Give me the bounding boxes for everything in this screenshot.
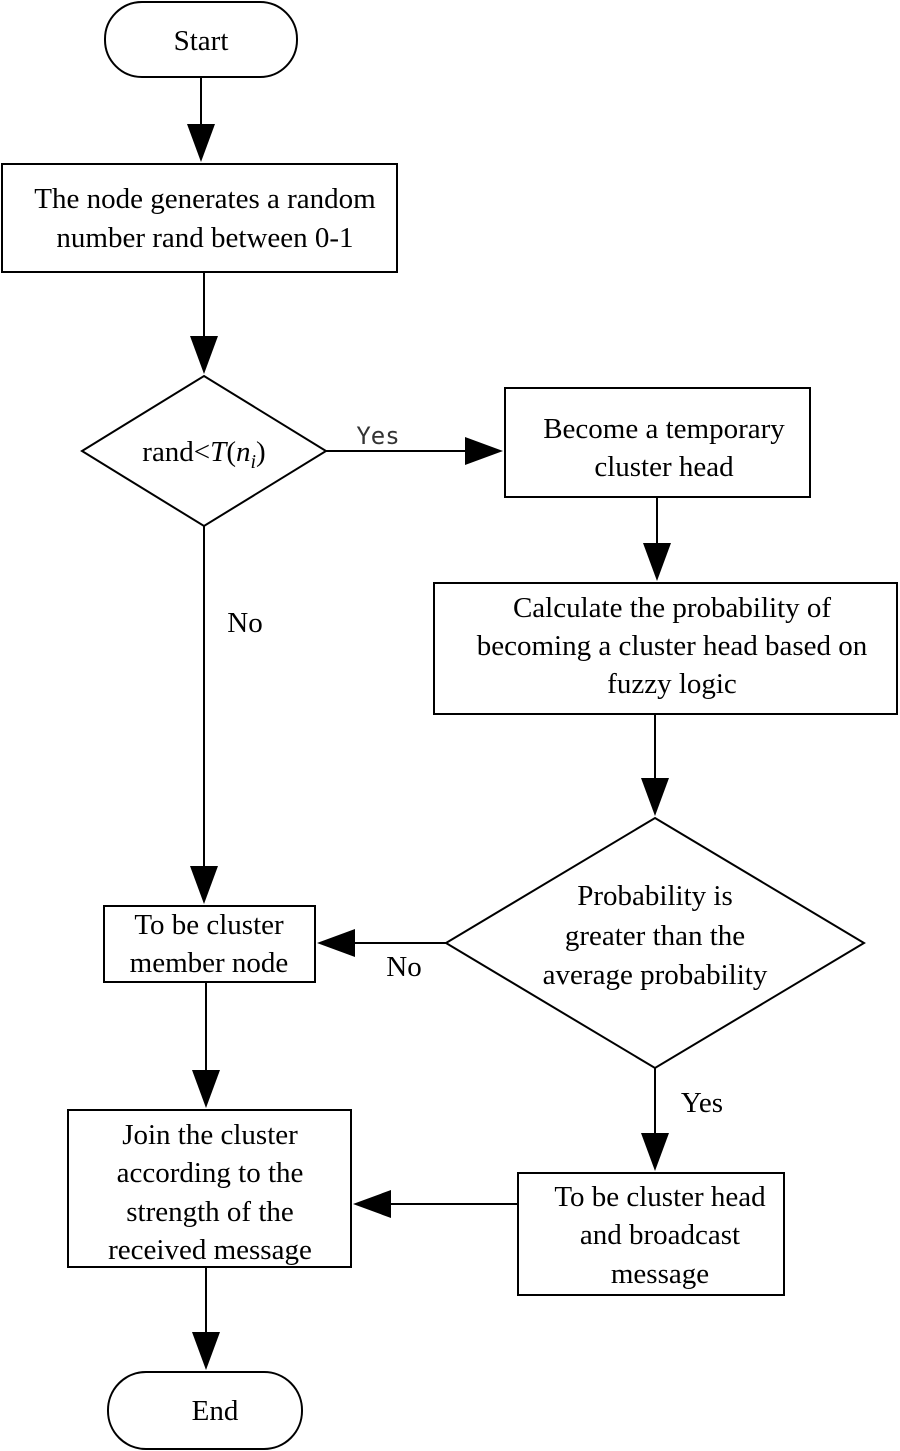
edge-member-to-join: [192, 982, 220, 1108]
decision1-yes-label: Yes: [356, 422, 399, 450]
decision2-label-line-3: average probability: [543, 959, 768, 991]
temporary-cluster-head-process: Become a temporary cluster head: [504, 387, 811, 498]
edge-decision1-no: No: [190, 526, 263, 904]
cluster-head-label-line-1: To be cluster head: [554, 1181, 766, 1213]
decision1-open: (: [226, 436, 236, 468]
edge-head-to-join: [353, 1190, 518, 1218]
calc-prob-label-line-1: Calculate the probability of: [513, 592, 831, 624]
edge-join-to-end: [192, 1267, 220, 1370]
decision2-no-label: No: [386, 951, 421, 983]
decision-probability-vs-average: Probability is greater than the average …: [444, 816, 866, 1070]
member-node-label-line-1: To be cluster: [134, 909, 284, 941]
join-cluster-process: Join the cluster according to the streng…: [67, 1109, 352, 1268]
decision2-label-line-1: Probability is: [577, 880, 732, 912]
cluster-head-label-line-3: message: [611, 1258, 709, 1290]
decision1-close: ): [256, 436, 266, 468]
join-cluster-label-line-4: received message: [108, 1234, 312, 1266]
decision1-sub: i: [250, 451, 256, 473]
member-node-label-line-2: member node: [130, 947, 289, 979]
edge-decision1-yes: Yes: [326, 422, 503, 465]
join-cluster-label-line-3: strength of the: [126, 1196, 294, 1228]
edge-generate-to-decision1: [190, 272, 218, 374]
temp-head-label-line-2: cluster head: [594, 451, 734, 483]
join-cluster-label-line-2: according to the: [117, 1157, 304, 1189]
generate-random-process: The node generates a random number rand …: [1, 163, 398, 273]
calc-prob-label-line-3: fuzzy logic: [607, 668, 737, 700]
temp-head-label-line-1: Become a temporary: [543, 413, 785, 445]
decision2-yes-label: Yes: [681, 1087, 723, 1119]
join-cluster-label-line-1: Join the cluster: [122, 1119, 298, 1151]
calculate-probability-process: Calculate the probability of becoming a …: [433, 582, 898, 715]
cluster-head-broadcast-process: To be cluster head and broadcast message: [517, 1172, 785, 1296]
end-node: End: [107, 1371, 303, 1450]
generate-label-line-1: The node generates a random: [34, 183, 376, 215]
edge-decision2-yes: Yes: [641, 1068, 723, 1171]
decision2-label-line-2: greater than the: [565, 920, 745, 952]
decision1-func: T: [210, 436, 228, 468]
decision1-no-label: No: [227, 607, 262, 639]
decision1-prefix: rand<: [142, 436, 210, 468]
generate-label-line-2: number rand between 0-1: [56, 222, 353, 254]
edge-start-to-generate: [187, 77, 215, 162]
start-node: Start: [104, 1, 298, 78]
calc-prob-label-line-2: becoming a cluster head based on: [477, 630, 868, 662]
decision1-var: n: [236, 436, 251, 468]
cluster-member-node-process: To be cluster member node: [103, 905, 316, 983]
edge-calc-to-decision2: [641, 714, 669, 816]
end-label: End: [192, 1395, 239, 1427]
start-label: Start: [174, 25, 229, 57]
cluster-head-label-line-2: and broadcast: [580, 1219, 740, 1251]
edge-decision2-no: No: [317, 929, 446, 983]
edge-temp-head-to-calc: [643, 497, 671, 581]
decision-rand-threshold: rand<T(ni): [80, 374, 328, 528]
decision1-label: rand<T(ni): [142, 436, 265, 473]
